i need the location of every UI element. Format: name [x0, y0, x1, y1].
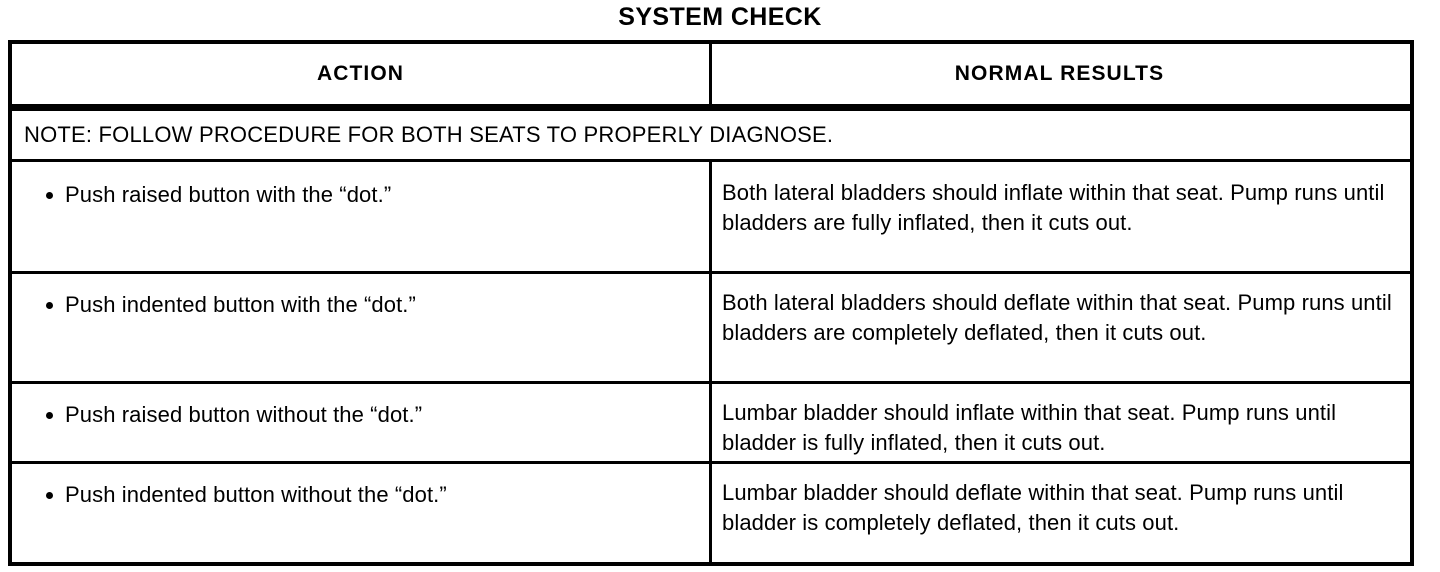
column-divider-header: [709, 44, 712, 104]
table-row: Push raised button with the “dot.” Both …: [12, 166, 1410, 271]
cell-normal-results: Both lateral bladders should inflate wit…: [709, 166, 1410, 271]
cell-action: Push indented button without the “dot.”: [12, 466, 709, 566]
column-header-normal-results: NORMAL RESULTS: [954, 62, 1165, 85]
row-1-bottom-rule: [12, 271, 1410, 274]
table-note-row: NOTE: FOLLOW PROCEDURE FOR BOTH SEATS TO…: [12, 111, 1410, 159]
table-row: Push indented button with the “dot.” Bot…: [12, 276, 1410, 381]
results-text: Both lateral bladders should inflate wit…: [722, 180, 1385, 235]
table-inner: ACTION NORMAL RESULTS NOTE: FOLLOW PROCE…: [12, 44, 1410, 562]
action-text: Push raised button with the “dot.”: [65, 182, 392, 207]
note-bottom-rule: [12, 159, 1410, 162]
results-text: Lumbar bladder should inflate within tha…: [722, 400, 1337, 455]
row-3-bottom-rule: [12, 461, 1410, 464]
cell-normal-results: Lumbar bladder should inflate within tha…: [709, 386, 1410, 461]
bullet-icon: [46, 192, 53, 199]
table-row: Push indented button without the “dot.” …: [12, 466, 1410, 566]
column-header-action: ACTION: [316, 62, 405, 85]
note-text: NOTE: FOLLOW PROCEDURE FOR BOTH SEATS TO…: [24, 122, 834, 147]
action-text: Push indented button with the “dot.”: [65, 292, 416, 317]
bullet-icon: [46, 412, 53, 419]
cell-normal-results: Lumbar bladder should deflate within tha…: [709, 466, 1410, 566]
action-text: Push raised button without the “dot.”: [65, 402, 423, 427]
results-text: Both lateral bladders should deflate wit…: [722, 290, 1392, 345]
cell-normal-results: Both lateral bladders should deflate wit…: [709, 276, 1410, 381]
results-text: Lumbar bladder should deflate within tha…: [722, 480, 1344, 535]
bullet-icon: [46, 302, 53, 309]
cell-action: Push indented button with the “dot.”: [12, 276, 709, 381]
action-text: Push indented button without the “dot.”: [65, 482, 447, 507]
header-bottom-rule: [12, 104, 1410, 111]
bullet-icon: [46, 492, 53, 499]
system-check-table: ACTION NORMAL RESULTS NOTE: FOLLOW PROCE…: [8, 40, 1414, 566]
table-header-row: ACTION NORMAL RESULTS: [12, 44, 1410, 104]
cell-action: Push raised button without the “dot.”: [12, 386, 709, 461]
page-title: SYSTEM CHECK: [618, 3, 822, 31]
cell-action: Push raised button with the “dot.”: [12, 166, 709, 271]
column-divider-body: [709, 162, 712, 562]
table-row: Push raised button without the “dot.” Lu…: [12, 386, 1410, 461]
row-2-bottom-rule: [12, 381, 1410, 384]
